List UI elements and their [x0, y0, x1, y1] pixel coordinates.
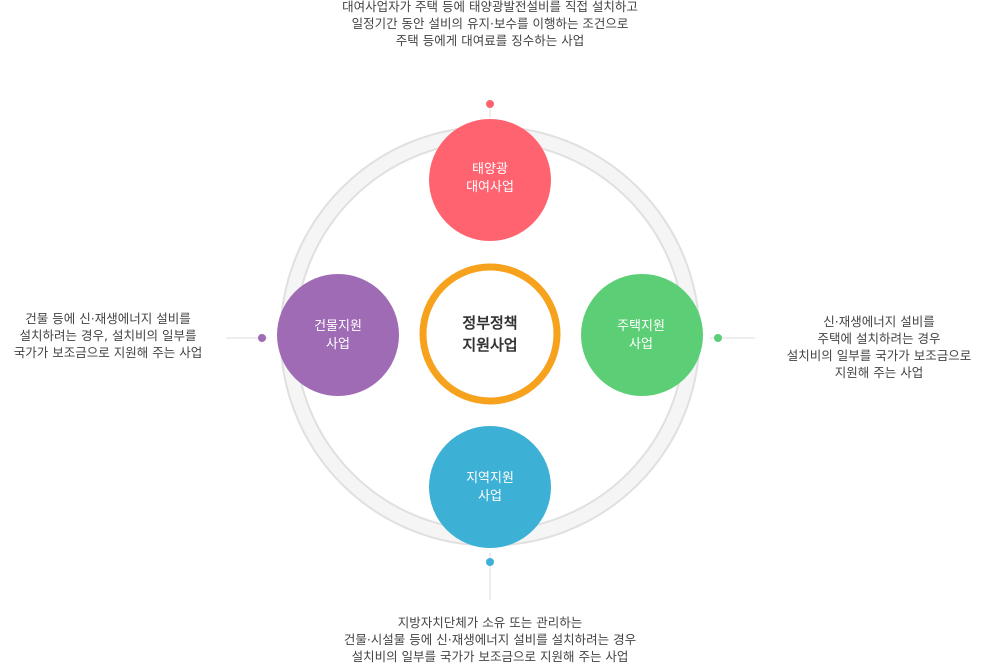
description-right: 신·재생에너지 설비를 주택에 설치하려는 경우 설치비의 일부를 국가가 보조…	[772, 313, 986, 381]
node-circle-left	[277, 274, 399, 396]
description-bottom: 지방자치단체가 소유 또는 관리하는 건물·시설물 등에 신·재생에너지 설비를…	[290, 614, 690, 665]
description-line: 주택 등에게 대여료를 징수하는 사업	[395, 33, 585, 48]
node-label-right: 주택지원 사업	[581, 318, 701, 354]
center-ring	[419, 263, 561, 405]
description-line: 대여사업자가 주택 등에 태양광발전설비를 직접 설치하고	[342, 0, 638, 14]
description-line: 주택에 설치하려는 경우	[817, 331, 941, 346]
description-top: 대여사업자가 주택 등에 태양광발전설비를 직접 설치하고 일정기간 동안 설비…	[290, 0, 690, 49]
connector-dot-right	[714, 334, 722, 342]
center-label-line: 정부정책	[462, 314, 518, 332]
node-circle-right	[581, 274, 703, 396]
node-label-line: 지역지원	[466, 471, 514, 486]
node-label-bottom: 지역지원 사업	[430, 470, 550, 506]
description-line: 일정기간 동안 설비의 유지·보수를 이행하는 조건으로	[351, 16, 629, 31]
connector-dot-bottom	[486, 558, 494, 566]
description-line: 국가가 보조금으로 지원해 주는 사업	[13, 345, 203, 360]
node-label-line: 건물지원	[314, 319, 362, 334]
node-circle-bottom	[429, 426, 551, 548]
connector-dot-top	[486, 100, 494, 108]
connector-dot-left	[258, 334, 266, 342]
description-line: 설치비의 일부를 국가가 보조금으로 지원해 주는 사업	[351, 649, 629, 664]
node-label-top: 태양광 대여사업	[430, 161, 550, 197]
center-label-line: 지원사업	[462, 336, 518, 354]
description-line: 지원해 주는 사업	[834, 365, 924, 380]
node-label-line: 사업	[326, 337, 350, 352]
node-label-line: 사업	[629, 337, 653, 352]
center-label: 정부정책 지원사업	[430, 312, 550, 356]
node-label-line: 사업	[478, 489, 502, 504]
description-line: 지방자치단체가 소유 또는 관리하는	[397, 615, 583, 630]
node-label-line: 주택지원	[617, 319, 665, 334]
node-circle-top	[429, 119, 551, 241]
description-line: 설치비의 일부를 국가가 보조금으로	[786, 348, 972, 363]
node-label-left: 건물지원 사업	[278, 318, 398, 354]
description-line: 건물 등에 신·재생에너지 설비를	[25, 311, 191, 326]
description-line: 설치하려는 경우, 설치비의 일부를	[19, 328, 197, 343]
description-line: 신·재생에너지 설비를	[823, 314, 935, 329]
node-label-line: 대여사업	[466, 180, 514, 195]
node-label-line: 태양광	[472, 162, 508, 177]
description-left: 건물 등에 신·재생에너지 설비를 설치하려는 경우, 설치비의 일부를 국가가…	[0, 310, 216, 361]
description-line: 건물·시설물 등에 신·재생에너지 설비를 설치하려는 경우	[343, 632, 637, 647]
